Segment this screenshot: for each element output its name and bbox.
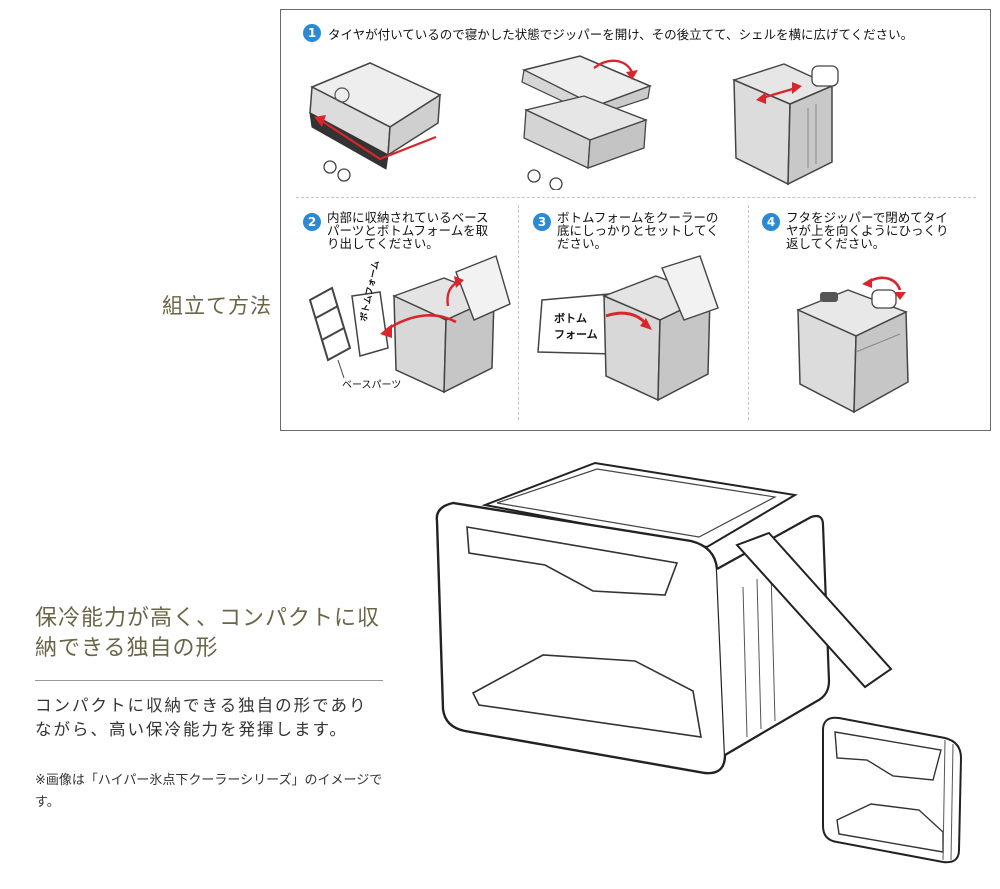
step-1-badge: 1	[303, 24, 321, 42]
bottom-foam-label-line1: ボトム	[554, 311, 587, 325]
step-4-text: フタをジッパーで閉めてタイ ヤが上を向くようにひっくり 返してください。	[786, 210, 949, 251]
step-1-text: タイヤが付いているので寝かした状態でジッパーを開け、その後立てて、シェルを横に広…	[328, 27, 914, 42]
step-separator-vertical-2	[748, 205, 749, 420]
feature-heading: 保冷能力が高く、コンパクトに収納できる独自の形	[35, 606, 381, 661]
step-2-text: 内部に収納されているベース パーツとボトムフォームを取 り出してください。	[327, 210, 489, 251]
feature-body: コンパクトに収納できる独自の形でありながら、高い保冷能力を発揮します。	[35, 696, 368, 739]
step-4-illustration	[796, 276, 909, 414]
red-arrow	[385, 313, 457, 332]
red-arrow	[761, 86, 797, 100]
red-arrow	[321, 120, 437, 161]
step-2-badge: 2	[303, 213, 321, 231]
feature-divider	[35, 680, 383, 681]
step-1-illustration-open	[521, 55, 653, 190]
red-arrow	[593, 59, 634, 73]
cooler-illustration-large	[435, 461, 893, 775]
red-arrow	[867, 276, 902, 291]
step-1-illustration-closed	[309, 62, 442, 182]
step-3-badge: 3	[533, 213, 551, 231]
step-2-illustration: ボトムフォーム ベースパーツ	[308, 255, 511, 394]
step-separator-horizontal	[296, 197, 976, 198]
bottom-foam-label-line2: フォーム	[554, 328, 598, 341]
assembly-title: 組立て方法	[162, 294, 272, 318]
feature-note: ※画像は「ハイパー氷点下クーラーシリーズ」のイメージです。	[35, 773, 383, 810]
step-3-text: ボトムフォームをクーラーの 底にしっかりとセットしてく ださい。	[557, 210, 719, 251]
step-4-badge: 4	[762, 213, 780, 231]
cooler-illustration-collapsed	[822, 716, 963, 864]
step-separator-vertical-1	[518, 205, 519, 420]
step-1-illustration-standing	[732, 63, 839, 186]
base-parts-label: ベースパーツ	[342, 379, 401, 391]
step-3-illustration: ボトム フォーム	[537, 255, 719, 402]
